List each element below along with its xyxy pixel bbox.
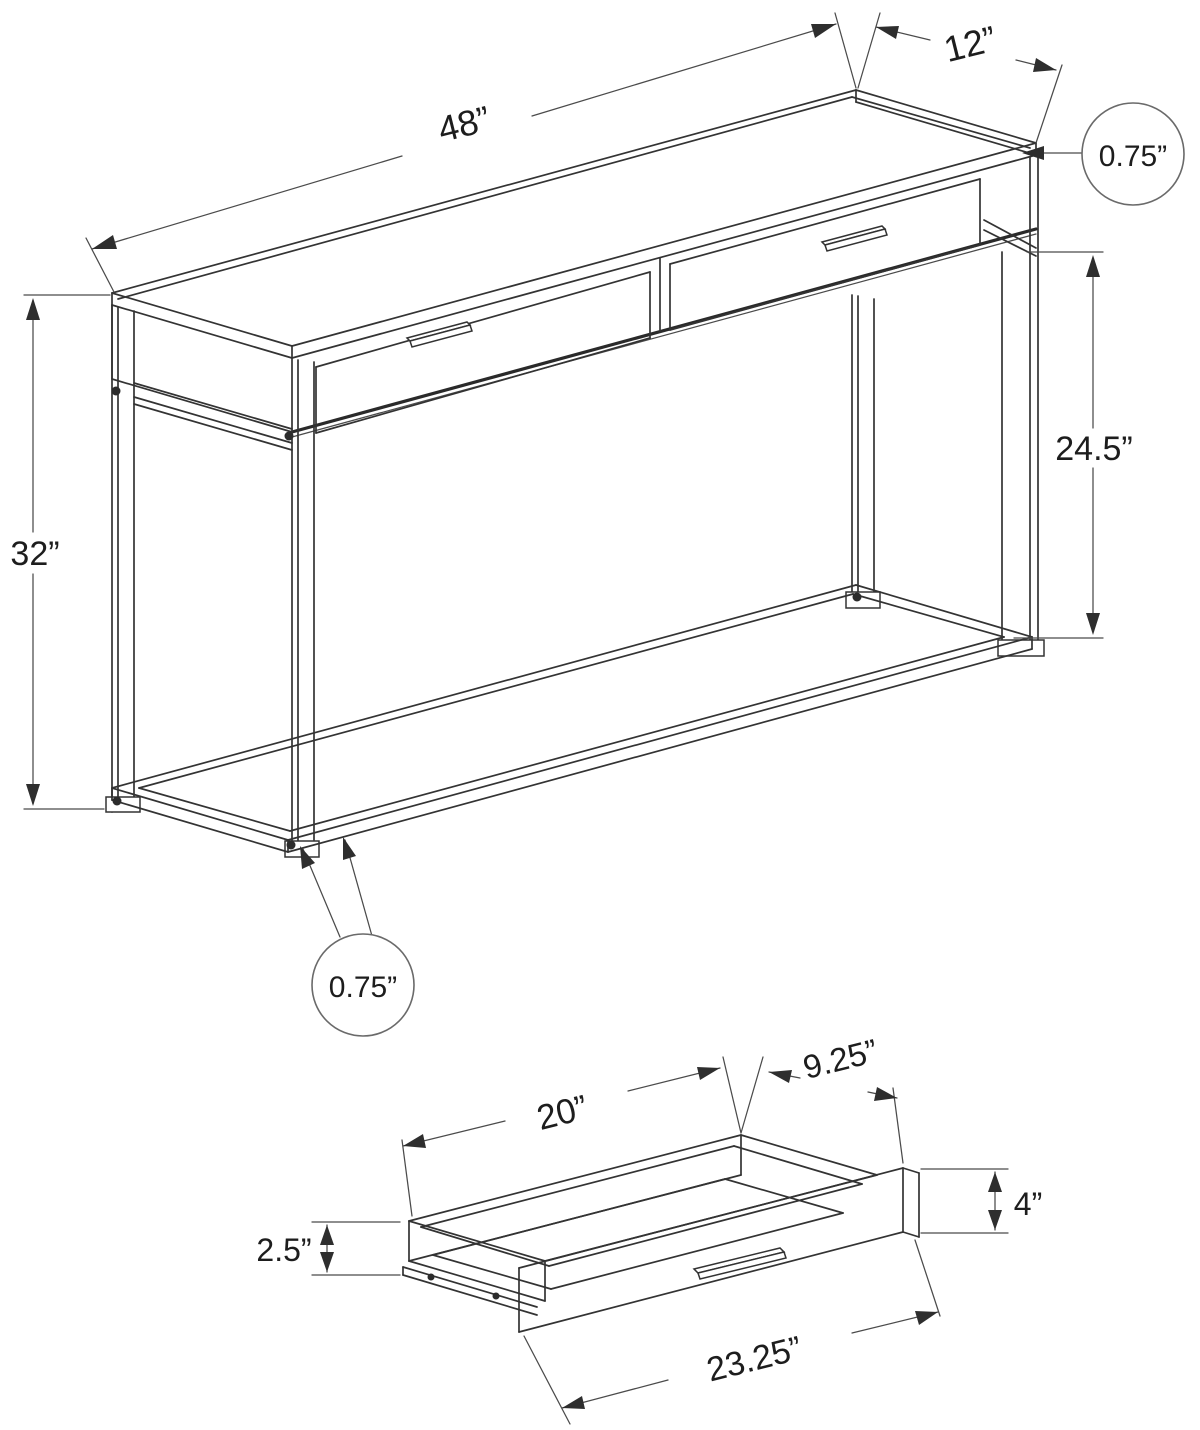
callout-frame-thickness: 0.75” — [300, 837, 415, 1037]
drawer-handle-left — [405, 321, 473, 348]
table-width-label: 48” — [434, 98, 494, 150]
dim-table-depth: 12” — [834, 12, 1063, 144]
frame-thickness-circle — [311, 933, 415, 1037]
drawer-front-left — [315, 271, 651, 434]
drawer-length-label: 20” — [533, 1088, 592, 1138]
drawer-detail-view: 20” 9.25” 2.5” 4” — [256, 1032, 1042, 1425]
legs — [111, 154, 1039, 842]
drawer-view-handle — [692, 1247, 787, 1280]
dim-drawer-depth: 9.25” — [768, 1032, 904, 1164]
frame-thickness-label: 0.75” — [329, 971, 397, 1004]
top-thickness-label: 0.75” — [1099, 140, 1167, 173]
table-depth-label: 12” — [940, 18, 1000, 70]
drawer-handle-right — [820, 225, 888, 252]
tabletop — [111, 89, 1037, 359]
bottom-shelf — [111, 584, 1033, 853]
drawer-side-height-label: 2.5” — [256, 1232, 311, 1268]
drawer-front-right — [669, 178, 981, 331]
table-height-label: 32” — [10, 535, 59, 573]
drawer-front-width-label: 23.25” — [703, 1329, 806, 1389]
drawer-front-panel — [518, 1167, 920, 1333]
top-thickness-circle — [1081, 102, 1185, 206]
drawer-box — [408, 1134, 878, 1302]
drawer-depth-label: 9.25” — [799, 1032, 881, 1086]
shelf-clearance-label: 24.5” — [1055, 430, 1133, 468]
dim-drawer-side-height: 2.5” — [256, 1221, 401, 1276]
dim-table-width: 48” — [85, 23, 837, 293]
drawer-slide-rail — [402, 1266, 538, 1316]
dim-drawer-length: 20” — [401, 1056, 764, 1217]
callout-top-thickness: 0.75” — [1022, 102, 1185, 206]
console-table-view: 48” 12” 0.75” 32” — [10, 12, 1185, 1037]
dim-table-height: 32” — [10, 294, 111, 810]
screw-dots — [111, 386, 862, 850]
feet — [105, 591, 1045, 858]
dim-shelf-clearance: 24.5” — [1013, 251, 1133, 639]
side-rails — [133, 219, 1037, 451]
dim-drawer-front-height: 4” — [920, 1168, 1042, 1234]
drawer-front-height-label: 4” — [1014, 1186, 1042, 1222]
